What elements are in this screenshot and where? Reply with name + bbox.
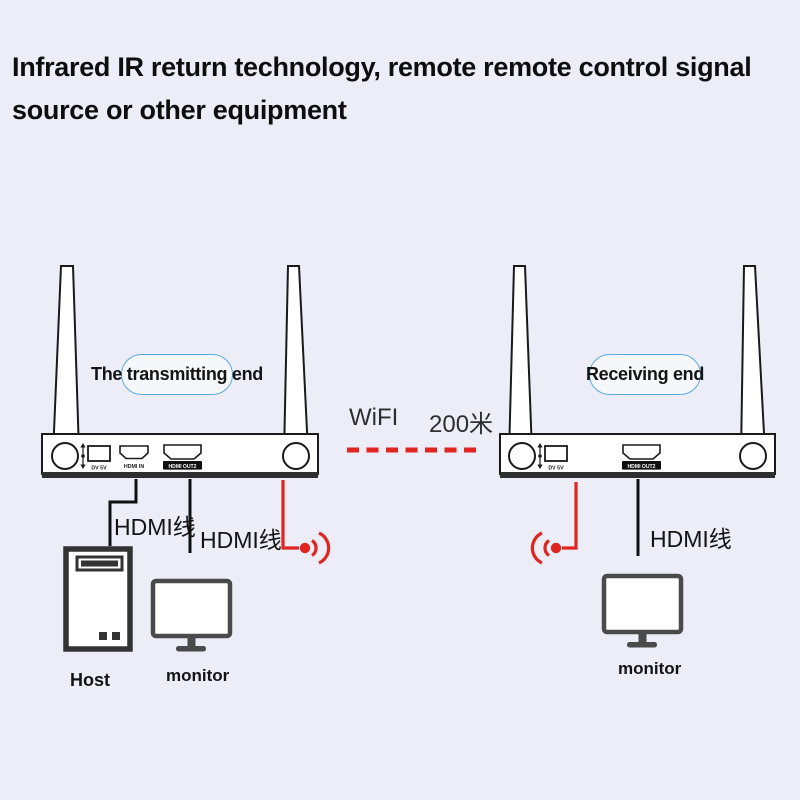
host-label: Host [70, 670, 110, 690]
tx-ir-signal-icon [281, 480, 331, 565]
header-title-line2: source or other equipment [12, 95, 347, 125]
tx-voltage-arrow-icon [80, 443, 86, 469]
rx-power-port: DV 5V [544, 445, 568, 472]
host-tower-icon [63, 546, 133, 652]
rx-antenna-mount-right [739, 442, 767, 470]
tx-hdmi-cable-to-host [108, 479, 138, 546]
tx-antenna-mount-right [282, 442, 310, 470]
monitor-icon-right [601, 573, 684, 648]
tx-hdmi-cable-label-2: HDMI线 [200, 527, 282, 553]
transmitter-bubble: The transmitting end [91, 354, 263, 395]
rx-ir-signal-icon [530, 482, 578, 565]
receiver-bubble: Receiving end [585, 354, 705, 395]
monitor-label-left: monitor [166, 666, 230, 685]
rx-antenna-left [507, 265, 534, 457]
tx-hdmi-in-port: HDMI IN [119, 445, 149, 470]
tx-hdmi-in-label: HDMI IN [124, 464, 144, 470]
rx-hdmi-cable-label: HDMI线 [650, 526, 732, 552]
wifi-label: WiFI [349, 404, 399, 431]
distance-label: 200米 [429, 411, 494, 438]
tx-hdmi-cable-label-1: HDMI线 [114, 514, 196, 540]
tx-antenna-right [282, 265, 310, 457]
transmitter-device: DV 5V HDMI IN HDMI OUT2 [41, 265, 319, 478]
tx-hdmi-out-port: HDMI OUT2 [163, 444, 202, 470]
monitor-label-right: monitor [618, 659, 682, 678]
rx-hdmi-out-badge: HDMI OUT2 [627, 464, 655, 470]
tx-chassis-base [42, 472, 318, 478]
receiver-device: DV 5V HDMI OUT2 [499, 265, 776, 478]
rx-voltage-arrow-icon [537, 443, 543, 469]
tx-antenna-mount-left [51, 442, 79, 470]
tx-hdmi-out-badge: HDMI OUT2 [168, 464, 196, 470]
transmitter-bubble-label: The transmitting end [91, 364, 264, 384]
tx-antenna-left [51, 265, 81, 457]
rx-hdmi-out-port: HDMI OUT2 [622, 444, 661, 470]
tx-power-port: DV 5V [87, 445, 111, 472]
rx-antenna-mount-left [508, 442, 536, 470]
tx-power-port-label: DV 5V [91, 466, 107, 472]
rx-antenna-right [739, 265, 767, 457]
rx-chassis-base [500, 472, 775, 478]
header-title-line1: Infrared IR return technology, remote re… [12, 52, 752, 82]
rx-power-port-label: DV 5V [548, 466, 564, 472]
monitor-icon-left [150, 578, 233, 652]
receiver-bubble-label: Receiving end [585, 364, 705, 384]
